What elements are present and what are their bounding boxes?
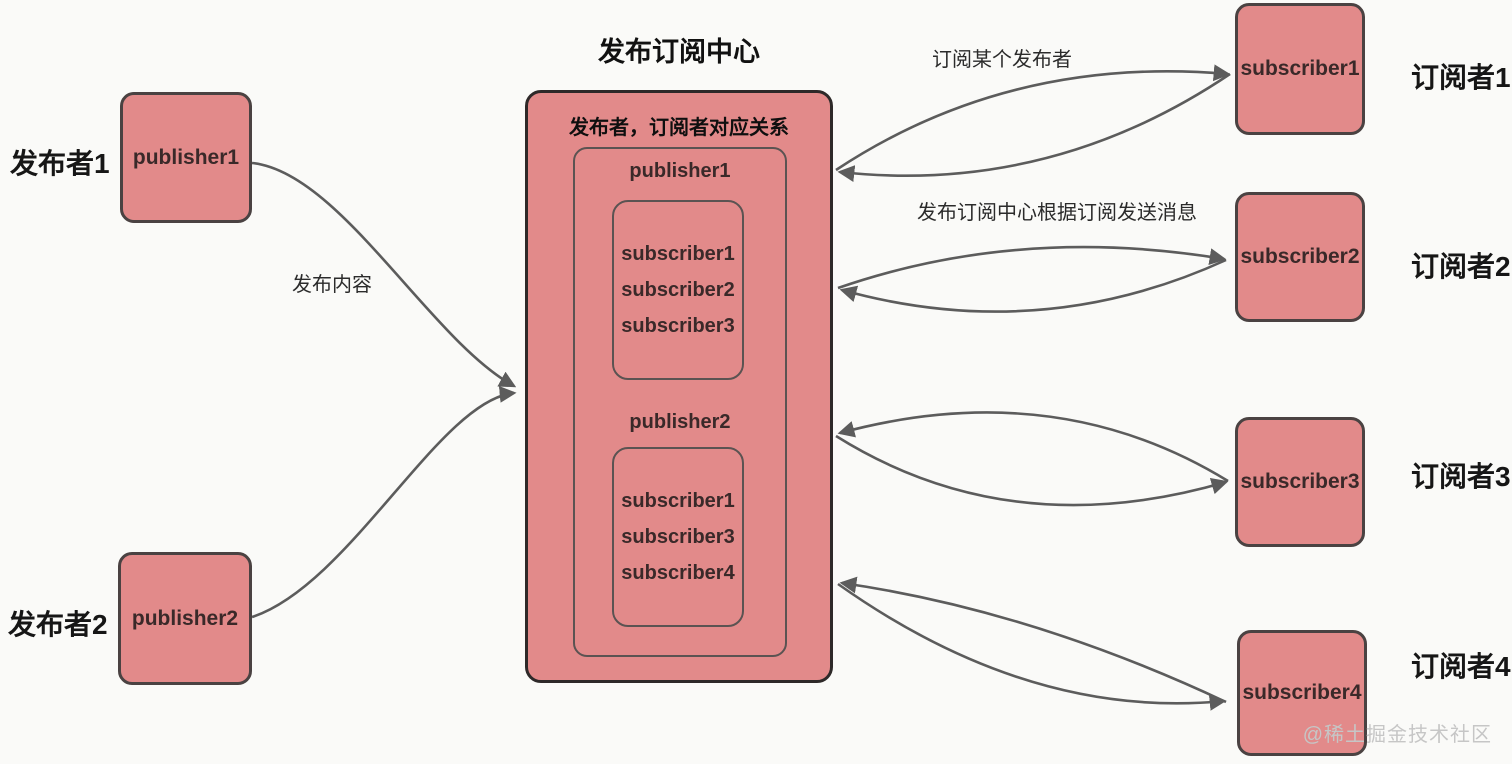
publisher2-side-label: 发布者2	[8, 609, 108, 640]
publisher1-node: publisher1	[120, 92, 252, 223]
arrow-subscriber1-to-center	[837, 72, 1231, 182]
pubsub-center-title: 发布订阅中心	[598, 37, 760, 67]
publisher2-subscriber-list: subscriber1 subscriber3 subscriber4	[612, 447, 744, 627]
dispatch-note: 发布订阅中心根据订阅发送消息	[917, 202, 1197, 224]
subscriber2-side-label: 订阅者2	[1411, 251, 1511, 282]
subscriber4-side-label: 订阅者4	[1411, 651, 1511, 682]
subscribe-note: 订阅某个发布者	[932, 49, 1072, 71]
publisher1-side-label: 发布者1	[10, 148, 110, 179]
mapping-publisher2-title: publisher2	[629, 411, 731, 433]
arrow-subscriber4-to-center	[839, 576, 1227, 704]
arrow-center-to-subscriber1	[835, 64, 1231, 172]
publisher2-node: publisher2	[118, 552, 252, 685]
list-item: subscriber4	[621, 561, 735, 584]
subscriber2-node: subscriber2	[1235, 192, 1365, 322]
subscriber1-node: subscriber1	[1235, 3, 1365, 135]
mapping-box: publisher1 subscriber1 subscriber2 subsc…	[573, 147, 787, 657]
watermark: @稀土掘金技术社区	[1302, 724, 1492, 746]
list-item: subscriber2	[621, 278, 735, 301]
arrow-publisher2-to-center	[251, 385, 517, 619]
mapping-title: 发布者，订阅者对应关系	[569, 117, 789, 139]
arrow-center-to-subscriber2	[837, 245, 1227, 290]
list-item: subscriber3	[621, 525, 735, 548]
subscriber1-side-label: 订阅者1	[1411, 62, 1511, 93]
list-item: subscriber1	[621, 242, 735, 265]
arrow-center-to-subscriber3	[835, 434, 1229, 507]
pubsub-center-box: 发布者，订阅者对应关系 publisher1 subscriber1 subsc…	[525, 90, 833, 683]
publisher1-subscriber-list: subscriber1 subscriber2 subscriber3	[612, 200, 744, 380]
arrow-subscriber3-to-center	[837, 411, 1229, 483]
list-item: subscriber3	[621, 314, 735, 337]
subscriber4-node: subscriber4	[1237, 630, 1367, 756]
subscriber3-side-label: 订阅者3	[1411, 461, 1511, 492]
list-item: subscriber1	[621, 489, 735, 512]
arrow-subscriber2-to-center	[839, 258, 1227, 313]
subscriber3-node: subscriber3	[1235, 417, 1365, 547]
publish-content-note: 发布内容	[292, 274, 372, 296]
arrow-center-to-subscriber4	[837, 582, 1227, 711]
mapping-publisher1-title: publisher1	[629, 160, 731, 182]
